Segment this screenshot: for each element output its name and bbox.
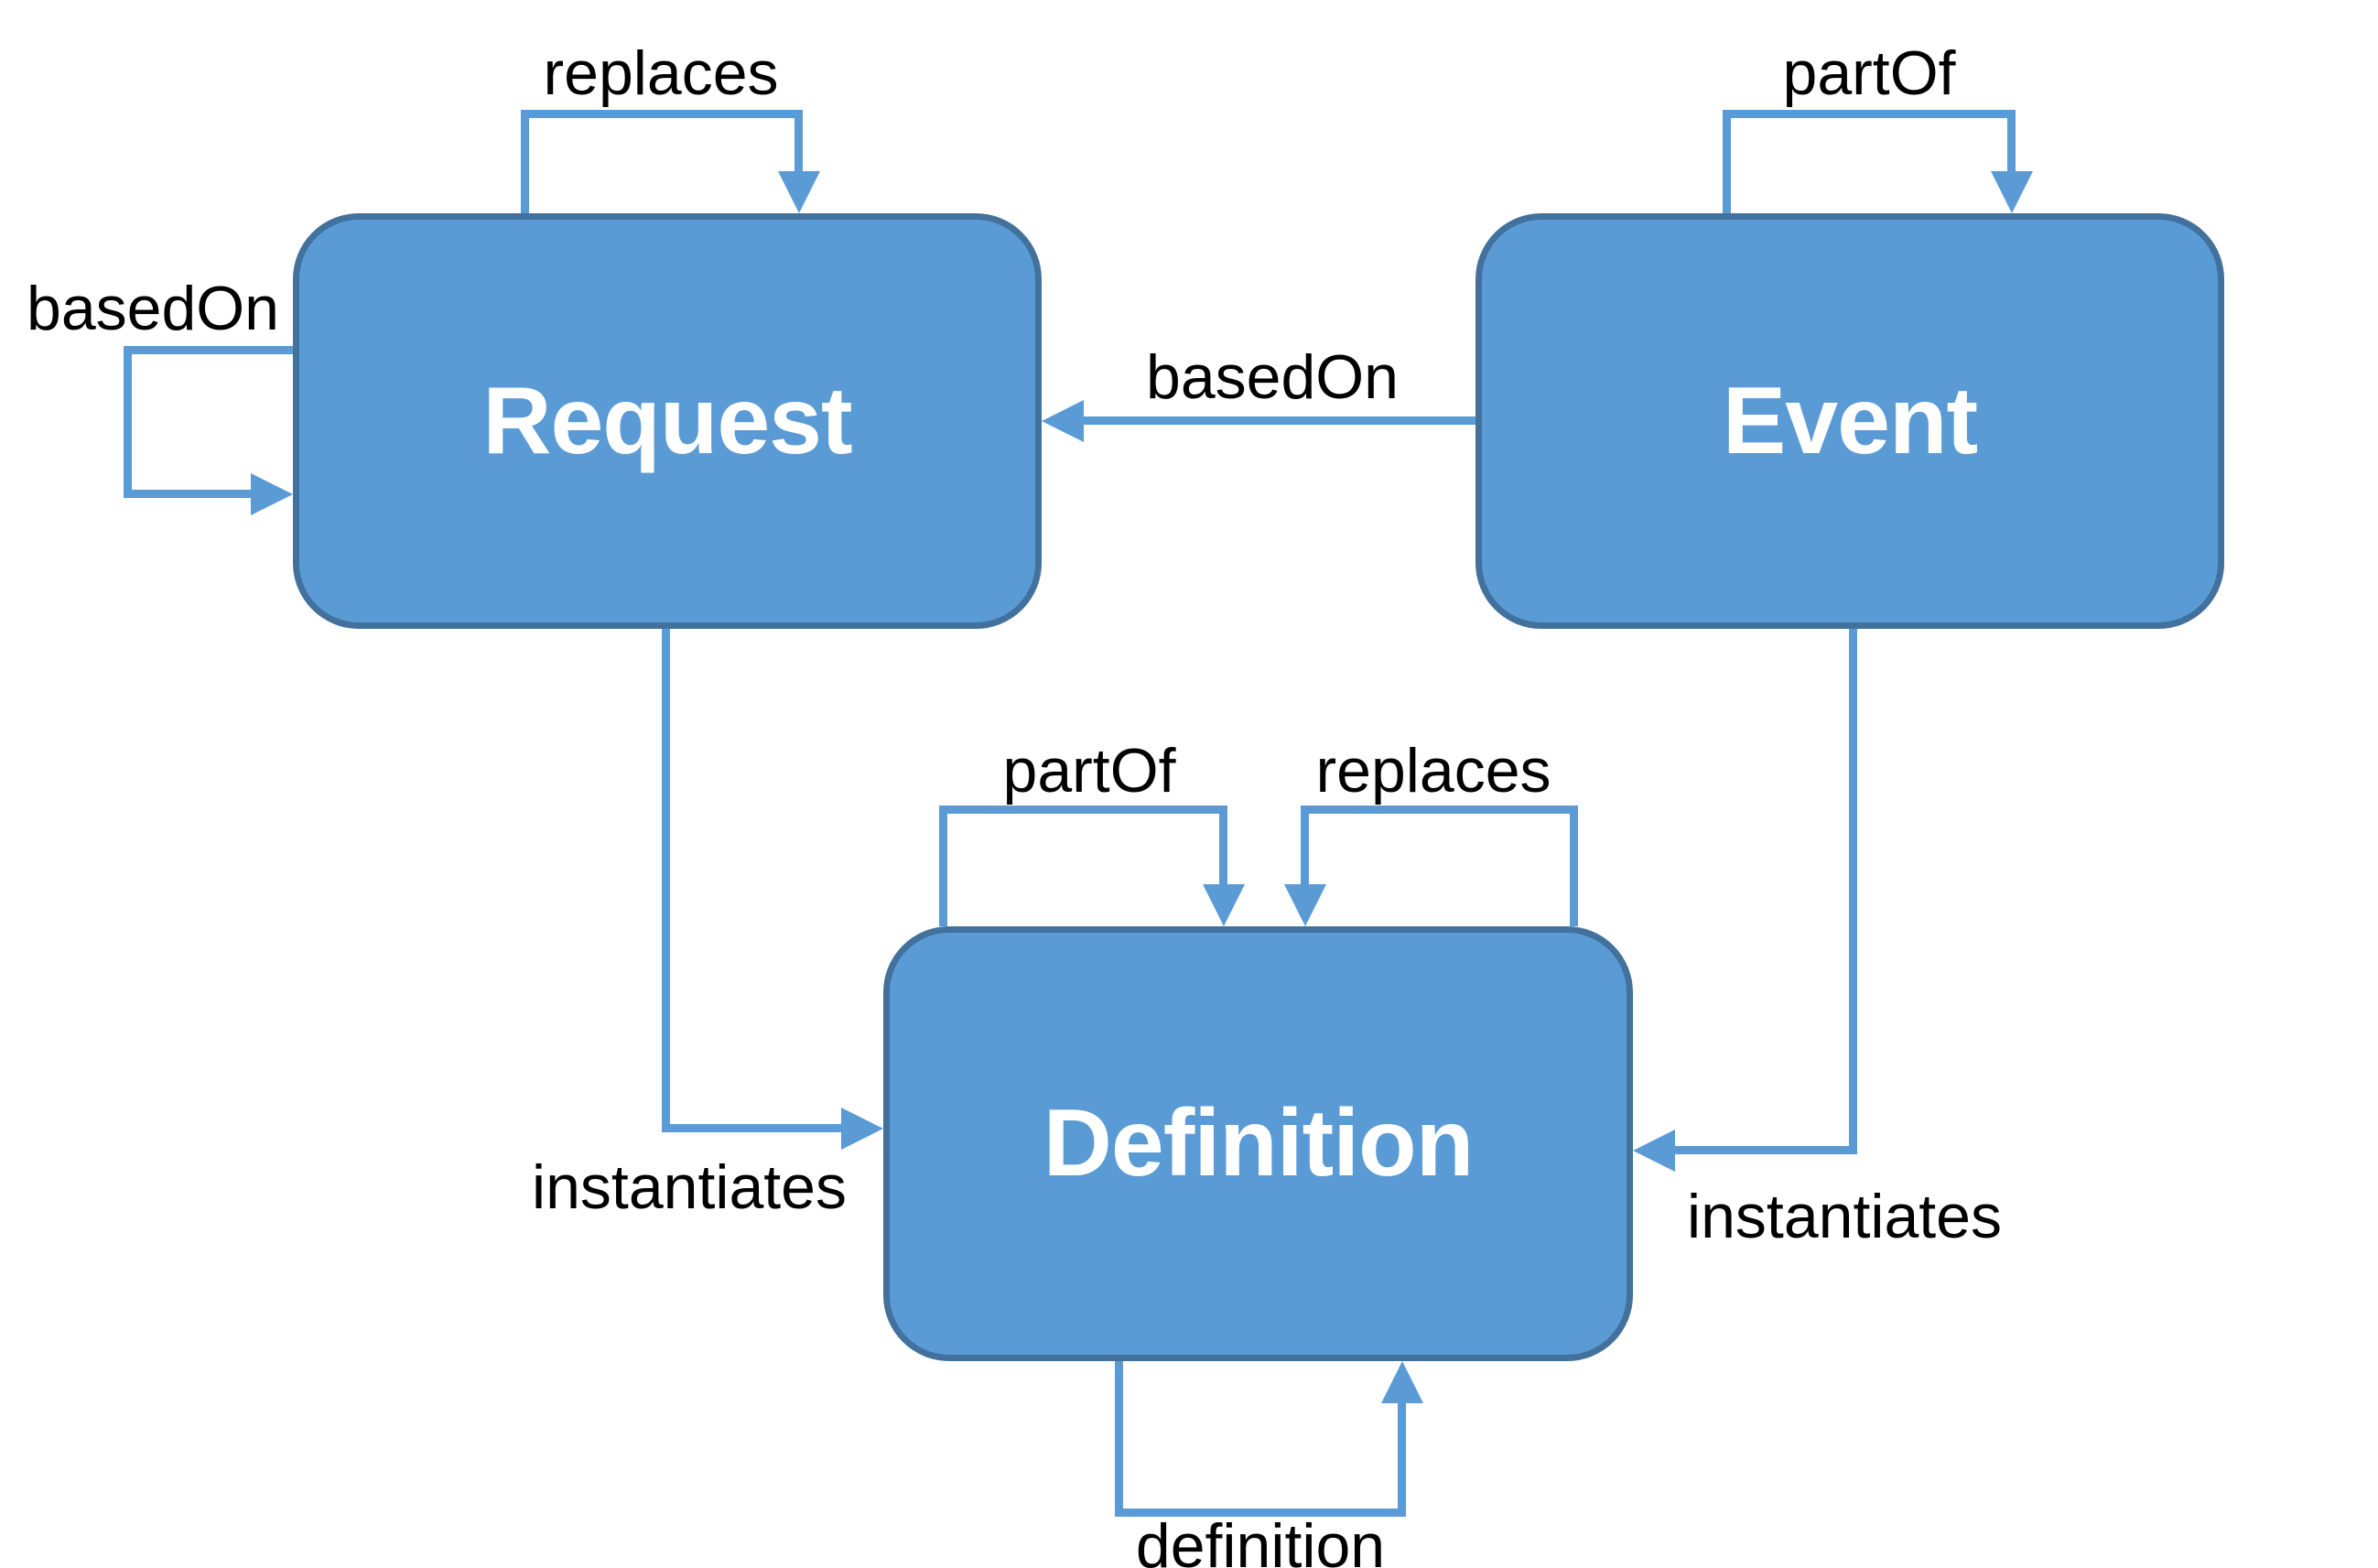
node-definition-title: Definition [1043, 1090, 1474, 1196]
arrowhead-right [251, 473, 293, 515]
edge-label-definition-loop: definition [1135, 1511, 1386, 1568]
edge-basedon-request-segment [124, 346, 132, 498]
arrowhead-down [1284, 884, 1326, 926]
edge-label-partof-event: partOf [1782, 38, 1956, 108]
arrowhead-left [1633, 1130, 1675, 1172]
node-event-title: Event [1722, 367, 1978, 474]
edge-partof-definition-segment [939, 806, 947, 926]
edge-partof-event-segment [2007, 110, 2016, 171]
node-request-title: Request [482, 367, 852, 474]
edge-basedon-request-segment [124, 490, 251, 498]
edge-definition-loop-segment [1115, 1509, 1406, 1517]
edge-replaces-request-segment [521, 110, 803, 118]
arrowhead-up [1381, 1361, 1423, 1403]
edge-label-basedon-request: basedOn [27, 274, 279, 343]
edge-partof-event-segment [1723, 110, 2016, 118]
edge-instantiates-request-segment [662, 629, 670, 1132]
node-definition: Definition [883, 926, 1633, 1361]
arrowhead-down [1991, 171, 2033, 213]
arrowhead-down [1203, 884, 1245, 926]
arrowhead-left [1042, 400, 1084, 442]
edge-definition-loop-segment [1398, 1401, 1406, 1517]
edge-partof-definition-segment [939, 806, 1227, 814]
arrowhead-down [778, 171, 820, 213]
edge-replaces-request-segment [794, 110, 803, 171]
edge-partof-definition-segment [1219, 806, 1227, 884]
edge-replaces-definition-segment [1570, 806, 1578, 926]
edge-instantiates-event-segment [1675, 1146, 1857, 1154]
edge-instantiates-request-segment [662, 1124, 841, 1132]
edge-basedon-request-segment [124, 346, 293, 354]
edge-label-basedon-event-request: basedOn [1146, 342, 1399, 412]
edge-label-partof-definition: partOf [1002, 736, 1176, 806]
edge-partof-event-segment [1723, 110, 1731, 213]
edge-label-instantiates-request: instantiates [532, 1152, 847, 1222]
edge-label-replaces-definition: replaces [1315, 736, 1551, 806]
edge-basedon-event-request-segment [1084, 416, 1475, 425]
arrowhead-right [841, 1108, 883, 1150]
edge-replaces-request-segment [521, 110, 529, 213]
node-event: Event [1475, 213, 2224, 629]
edge-replaces-definition-segment [1301, 806, 1309, 884]
edge-label-replaces-request: replaces [543, 38, 779, 108]
edge-label-instantiates-event: instantiates [1687, 1182, 2002, 1251]
node-request: Request [293, 213, 1042, 629]
edge-replaces-definition-segment [1301, 806, 1578, 814]
edge-definition-loop-segment [1115, 1361, 1123, 1517]
edge-instantiates-event-segment [1849, 629, 1857, 1154]
